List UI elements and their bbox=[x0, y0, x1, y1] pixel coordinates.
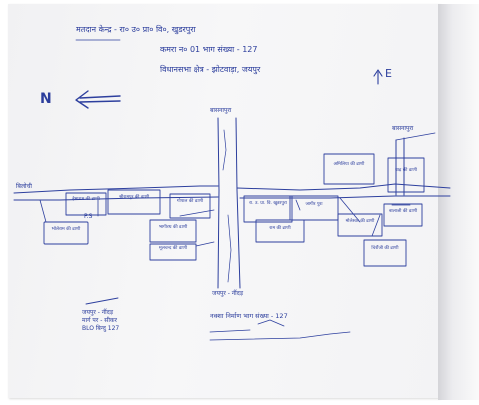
building-box-right-2 bbox=[383, 203, 423, 227]
building-box-center-right-2 bbox=[289, 195, 339, 221]
main-horizontal-road bbox=[13, 183, 451, 201]
bottom-left-line-3: BLO बिन्दु 127 bbox=[82, 325, 120, 332]
building-label-right-small: बाढ़ की ढाणी bbox=[395, 168, 417, 173]
building-box-left-1 bbox=[65, 192, 107, 216]
building-label-right-3: चिरौंजी की ढाणी bbox=[371, 246, 399, 251]
east-arrow-icon bbox=[373, 69, 383, 85]
road-label-left: बिलोची bbox=[16, 183, 32, 190]
road-label-top: बासनापुरा bbox=[210, 107, 232, 114]
building-label-right-2: बालाजी की ढाणी bbox=[388, 209, 418, 214]
paper-sheet bbox=[8, 4, 440, 398]
bottom-right-caption: नक्शा निर्माण भाग संख्या - 127 bbox=[210, 312, 288, 320]
building-box-left-3 bbox=[169, 193, 211, 219]
building-label-right-top: अमिलिया की ढाणी bbox=[333, 162, 365, 167]
header-line-3: विधानसभा क्षेत्र - झोटवाड़ा, जयपुर bbox=[160, 65, 261, 74]
building-box-left-4 bbox=[149, 219, 197, 243]
building-box-right-3 bbox=[363, 239, 407, 267]
header-line-2: कमरा न० 01 भाग संख्या - 127 bbox=[160, 45, 258, 54]
building-boxes bbox=[43, 153, 425, 267]
bottom-left-line-2: मार्ग पर - सीकर bbox=[82, 317, 117, 324]
east-label: E bbox=[385, 67, 392, 80]
road-label-right: बासनापुरा bbox=[392, 125, 414, 132]
building-label-right-1: मोलेश्वर की ढाणी bbox=[345, 219, 375, 224]
right-vertical-road bbox=[395, 132, 436, 196]
building-box-center-right-1 bbox=[243, 195, 293, 223]
building-label-center-right-2: जागीर पुरा bbox=[305, 202, 323, 207]
building-label-left-2: श्रीरामपुर की ढाणी bbox=[118, 195, 150, 200]
building-label-center-right-1: रा. उ. प्रा. वि. खुडरपुरा bbox=[249, 201, 287, 206]
building-box-center-right-3 bbox=[255, 219, 305, 243]
building-box-right-top bbox=[323, 153, 375, 185]
main-vertical-road bbox=[217, 117, 241, 289]
building-box-far-left bbox=[43, 221, 89, 245]
building-box-right-small bbox=[387, 157, 425, 193]
bottom-underlines bbox=[85, 297, 351, 341]
ps-marker: P.S bbox=[84, 213, 93, 220]
building-label-far-left: भोलेराम की ढाणी bbox=[51, 227, 81, 232]
building-label-center-right-3: राम की ढाणी bbox=[269, 226, 291, 231]
building-box-left-2 bbox=[107, 189, 161, 215]
north-label: N bbox=[40, 91, 52, 107]
building-label-left-1: हेमाराम की ढाणी bbox=[72, 197, 100, 202]
building-box-left-5 bbox=[149, 243, 197, 261]
building-box-right-1 bbox=[337, 213, 383, 237]
page-edge-shadow bbox=[438, 4, 479, 400]
building-label-left-5: मूलचन्द की ढाणी bbox=[159, 246, 187, 251]
north-arrow-icon bbox=[75, 90, 121, 109]
branch-lines bbox=[39, 197, 411, 247]
header-line-1: मतदान केन्द्र - रा० उ० प्रा० वि०, खुडरपु… bbox=[76, 25, 196, 34]
building-label-left-3: गोपाल की ढाणी bbox=[176, 199, 204, 204]
building-label-left-4: भागीरथ की ढाणी bbox=[158, 225, 188, 230]
road-label-bottom: जयपुर - नींदड़ bbox=[212, 290, 244, 297]
bottom-left-line-1: जयपुर - नींदड़ bbox=[82, 309, 114, 316]
